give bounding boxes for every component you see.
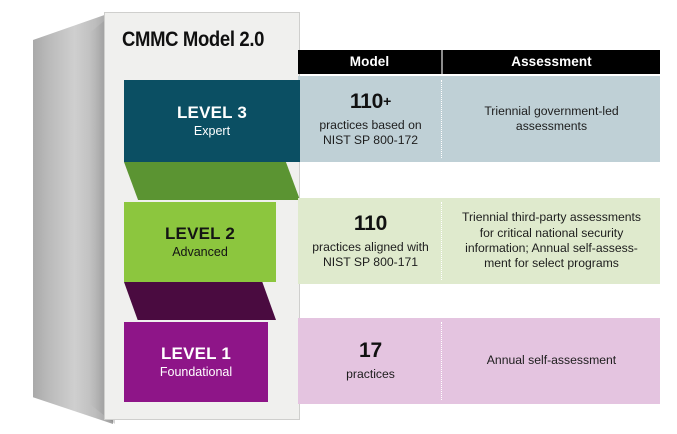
level-name-2: LEVEL 2	[164, 224, 236, 244]
level-block-1[interactable]: LEVEL 1 Foundational	[124, 322, 268, 402]
table-row-level-1: 17 practices Annual self-assessment	[298, 318, 660, 404]
level-block-2[interactable]: LEVEL 2 Advanced	[124, 202, 276, 282]
level-tier-3: Expert	[193, 123, 231, 138]
practice-count-level-3: 110+	[349, 89, 392, 113]
practice-count-level-1: 17	[359, 339, 382, 363]
model-cell-level-1: 17 practices	[298, 318, 443, 404]
table-row-level-2: 110 practices aligned with NIST SP 800-1…	[298, 198, 660, 284]
level-tier-2: Advanced	[172, 244, 228, 259]
column-header-assessment: Assessment	[511, 54, 592, 69]
level-name-3: LEVEL 3	[176, 103, 248, 123]
three-d-side-panel	[33, 12, 115, 424]
model-cell-level-2: 110 practices aligned with NIST SP 800-1…	[298, 198, 443, 284]
level-tier-1: Foundational	[159, 364, 233, 379]
column-dotted-divider-level-3	[441, 80, 442, 158]
header-divider	[441, 50, 443, 74]
assessment-text-level-2: Triennial third-party assessments for cr…	[461, 210, 642, 271]
assessment-text-level-3: Triennial government-led assessments	[484, 103, 619, 133]
assessment-cell-level-1: Annual self-assessment	[443, 318, 660, 404]
practice-desc-level-3: practices based on NIST SP 800-172	[319, 117, 422, 147]
table-header-bar: Model Assessment	[298, 50, 660, 74]
level-block-3[interactable]: LEVEL 3 Expert	[124, 80, 300, 162]
practice-desc-level-1: practices	[346, 367, 395, 382]
assessment-cell-level-3: Triennial government-led assessments	[443, 76, 660, 162]
column-header-model: Model	[349, 54, 390, 69]
practice-count-level-2: 110	[353, 211, 388, 235]
model-cell-level-3: 110+ practices based on NIST SP 800-172	[298, 76, 443, 162]
column-dotted-divider-level-2	[441, 202, 442, 280]
assessment-text-level-1: Annual self-assessment	[486, 353, 617, 368]
table-row-level-3: 110+ practices based on NIST SP 800-172 …	[298, 76, 660, 162]
assessment-cell-level-2: Triennial third-party assessments for cr…	[443, 198, 660, 284]
connector-ribbon-level3-to-level2	[124, 162, 300, 200]
column-dotted-divider-level-1	[441, 322, 442, 400]
connector-ribbon-level2-to-level1	[124, 282, 276, 320]
slab-face	[33, 12, 113, 424]
level-name-1: LEVEL 1	[160, 344, 232, 364]
page-title: CMMC Model 2.0	[122, 27, 265, 51]
practice-desc-level-2: practices aligned with NIST SP 800-171	[312, 239, 429, 269]
